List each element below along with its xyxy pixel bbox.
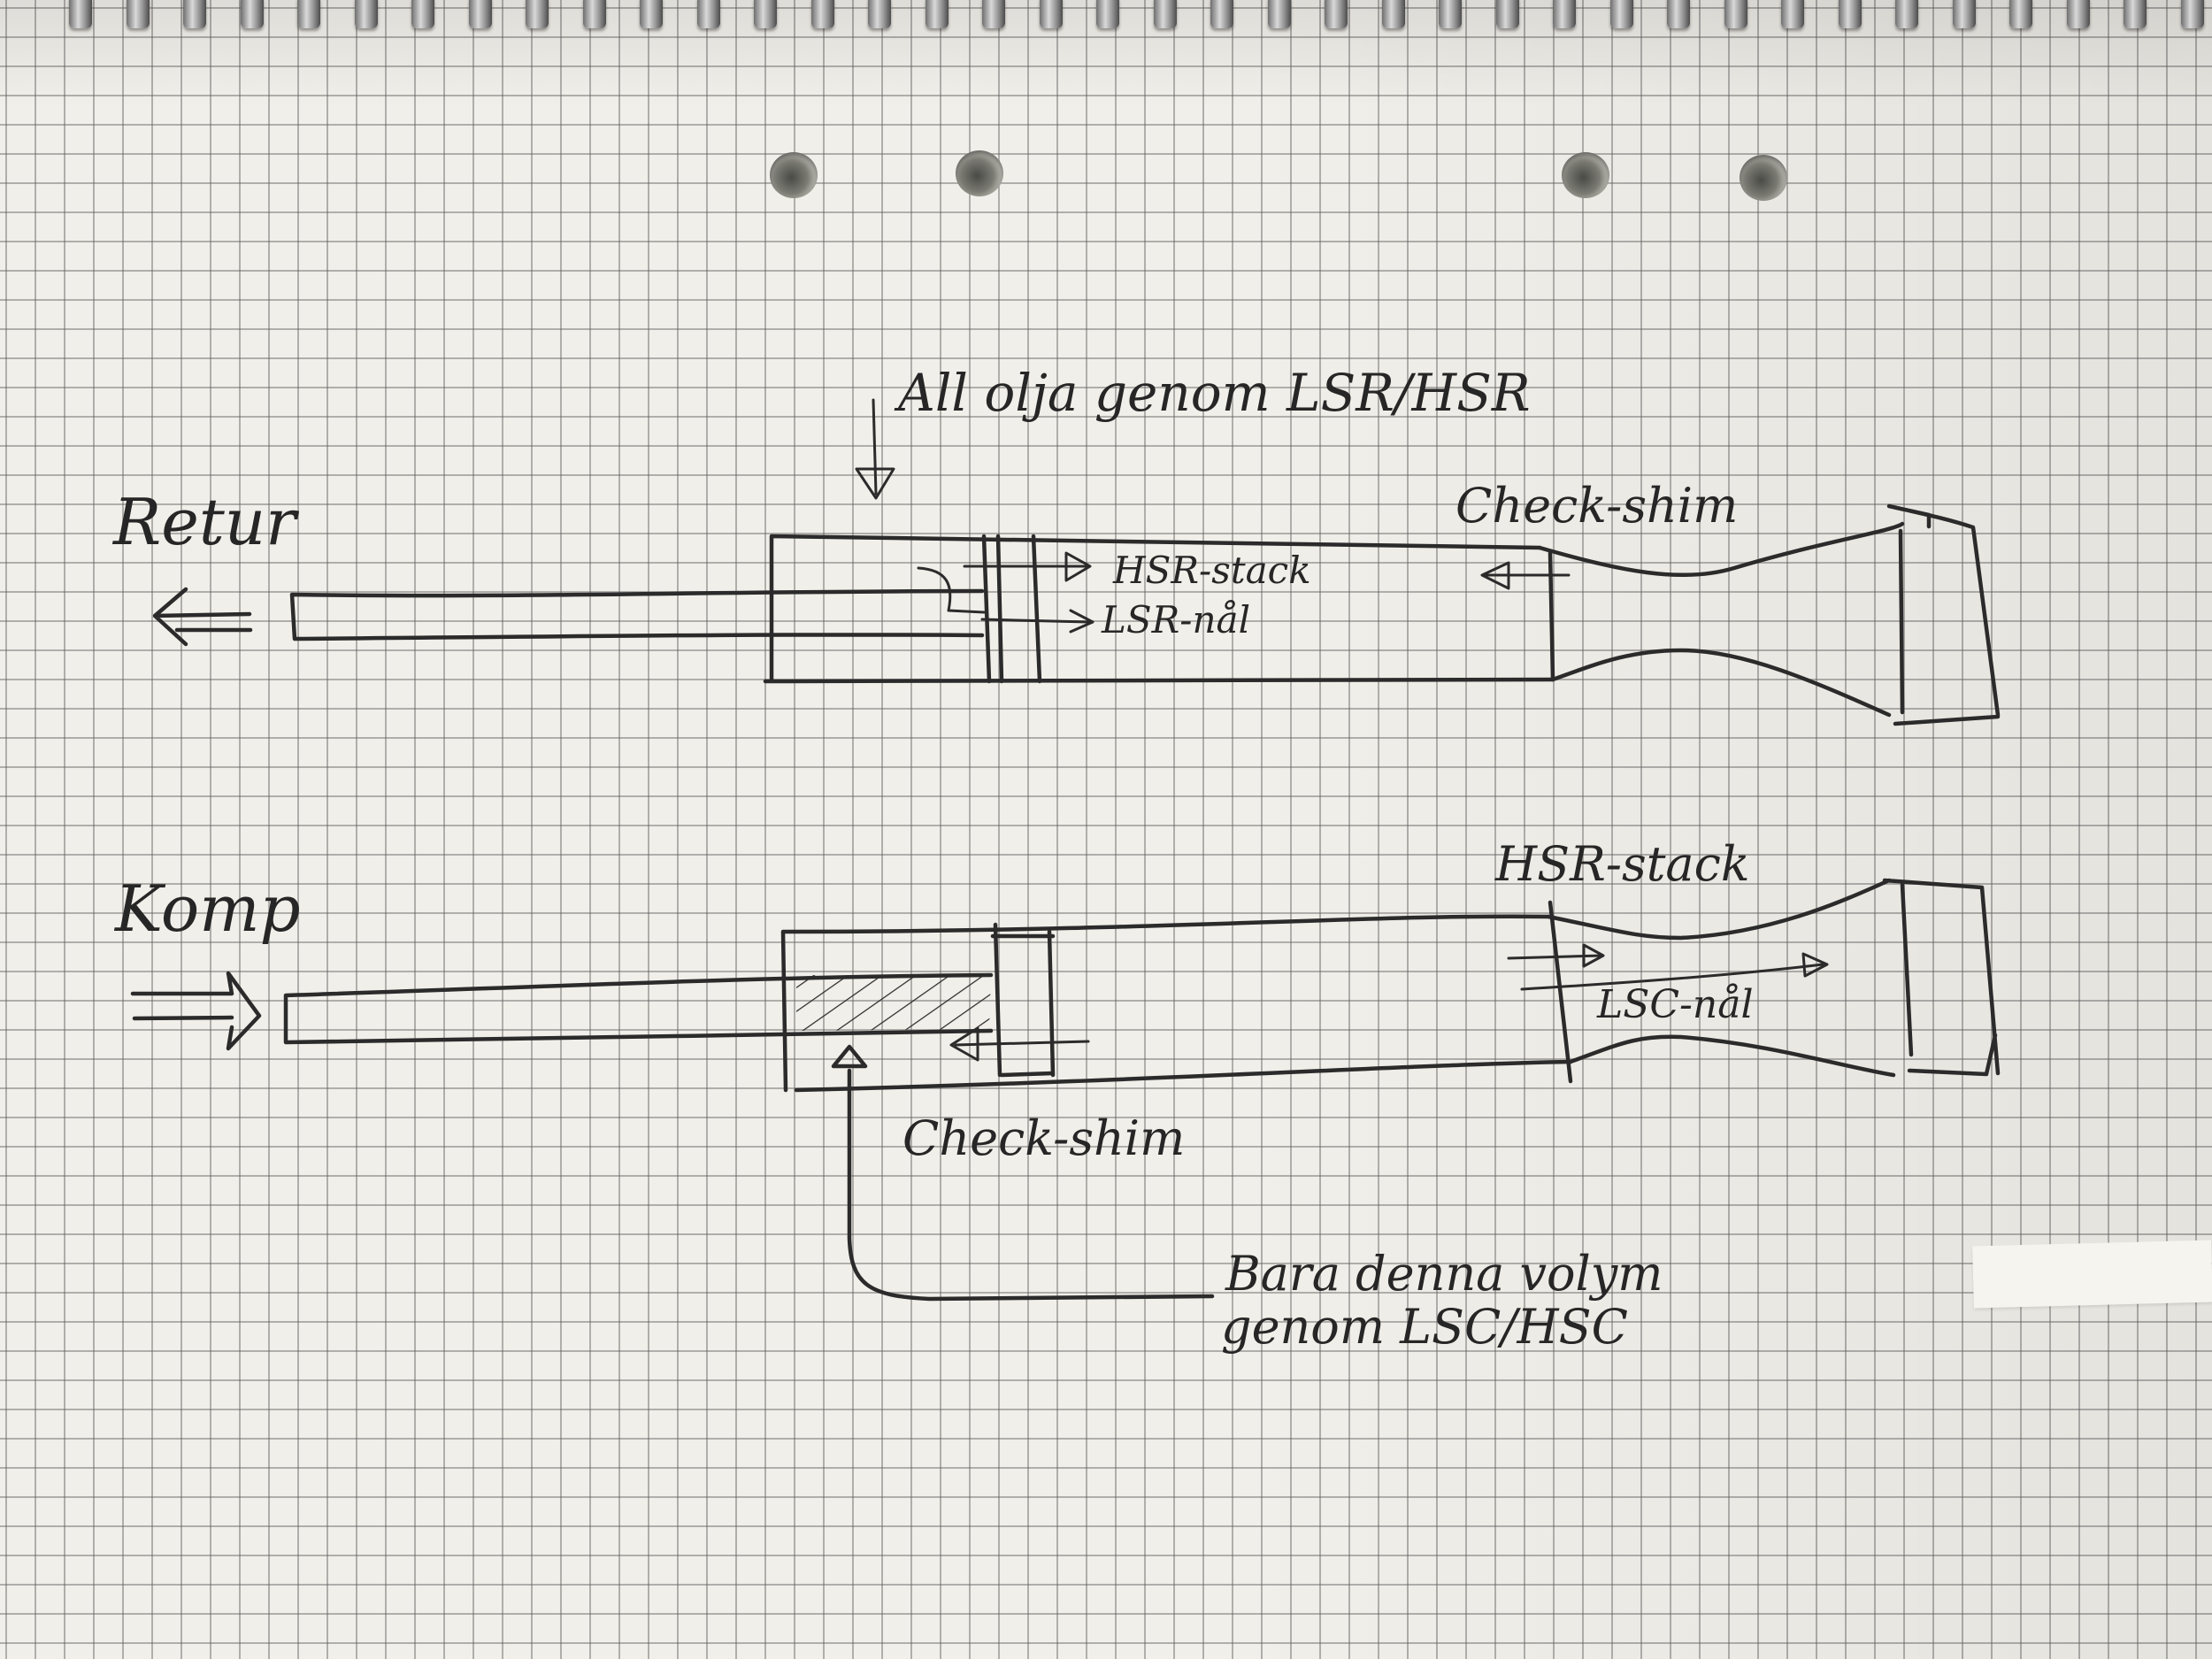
spiral-ring (982, 0, 1005, 28)
venturi-lower (1568, 1034, 1896, 1078)
spiral-ring (582, 0, 606, 28)
label-check-shim-bottom: Check-shim (902, 1110, 1186, 1166)
piston (990, 922, 1056, 1078)
spiral-ring (1952, 0, 1976, 28)
spiral-ring (868, 0, 891, 28)
punch-hole (770, 152, 818, 198)
check-shim-arrow-icon (1480, 561, 1571, 590)
piston-rod (289, 588, 985, 641)
label-lsc-nal: LSC-nål (1597, 982, 1754, 1027)
cylinder-outer (780, 914, 1573, 1093)
spiral-ring (126, 0, 150, 28)
spiral-ring (1781, 0, 1804, 28)
spiral-ring (1325, 0, 1348, 28)
label-bara-line2: genom LSC/HSC (1221, 1299, 1628, 1355)
flow-arrow-icon (1507, 943, 1605, 968)
spiral-ring (1381, 0, 1405, 28)
divider (1548, 900, 1573, 1084)
spiral-ring (411, 0, 434, 28)
komp-arrow-icon (130, 971, 262, 1051)
spiral-ring (468, 0, 492, 28)
spiral-ring (1895, 0, 1918, 28)
spiral-ring (2180, 0, 2204, 28)
flow-line (963, 551, 1092, 582)
label-komp: Komp (115, 872, 301, 946)
spiral-ring (354, 0, 378, 28)
spiral-ring (1609, 0, 1633, 28)
venturi-upper (1546, 878, 1892, 941)
spiral-ring (925, 0, 949, 28)
retur-arrow-icon (152, 587, 253, 647)
spiral-ring (69, 0, 92, 28)
hatched-volume (796, 975, 991, 1031)
spiral-ring (1667, 0, 1690, 28)
spiral-ring (240, 0, 264, 28)
cylinder-outer (763, 534, 1555, 684)
flow-arrow-icon (1520, 952, 1829, 991)
down-arrow-icon (855, 398, 895, 500)
spiral-ring (1838, 0, 1862, 28)
flow-line (980, 609, 1094, 634)
punch-hole (1562, 152, 1609, 198)
spiral-ring (2009, 0, 2032, 28)
label-hsr-stack-bottom: HSR-stack (1495, 836, 1750, 892)
spiral-ring (1724, 0, 1747, 28)
label-retur: Retur (113, 485, 296, 559)
venturi-lower (1550, 648, 1892, 718)
leader-line (831, 1044, 1215, 1302)
label-all-olja: All olja genom LSR/HSR (898, 363, 1531, 423)
spiral-ring (1553, 0, 1576, 28)
spiral-ring (1210, 0, 1233, 28)
spiral-ring (1096, 0, 1119, 28)
punch-hole (1740, 155, 1787, 201)
spiral-ring (1039, 0, 1063, 28)
label-bara-line1: Bara denna volym (1225, 1246, 1663, 1302)
check-shim-arrow-icon (949, 1026, 1090, 1062)
spiral-ring (183, 0, 206, 28)
label-check-shim-top: Check-shim (1455, 478, 1739, 534)
spiral-ring (526, 0, 549, 28)
spiral-ring (1153, 0, 1177, 28)
end-box (1882, 878, 2001, 1077)
retur-diagram (152, 398, 2001, 726)
spiral-ring (696, 0, 720, 28)
label-lsr-nal: LSR-nål (1102, 598, 1250, 641)
spiral-ring (1267, 0, 1291, 28)
spiral-ring (2124, 0, 2147, 28)
spiral-ring (810, 0, 834, 28)
end-box (1886, 503, 2001, 726)
spiral-ring (1495, 0, 1519, 28)
divider (1548, 550, 1555, 682)
spiral-ring (1439, 0, 1462, 28)
punch-hole (956, 150, 1003, 196)
venturi-upper (1537, 521, 1905, 578)
spiral-ring (754, 0, 777, 28)
spiral-ring (297, 0, 320, 28)
piston (981, 534, 1042, 684)
komp-diagram (130, 878, 2001, 1302)
spiral-ring (2066, 0, 2090, 28)
flow-line (917, 566, 986, 614)
spiral-ring (640, 0, 663, 28)
label-hsr-stack-top: HSR-stack (1113, 549, 1311, 592)
